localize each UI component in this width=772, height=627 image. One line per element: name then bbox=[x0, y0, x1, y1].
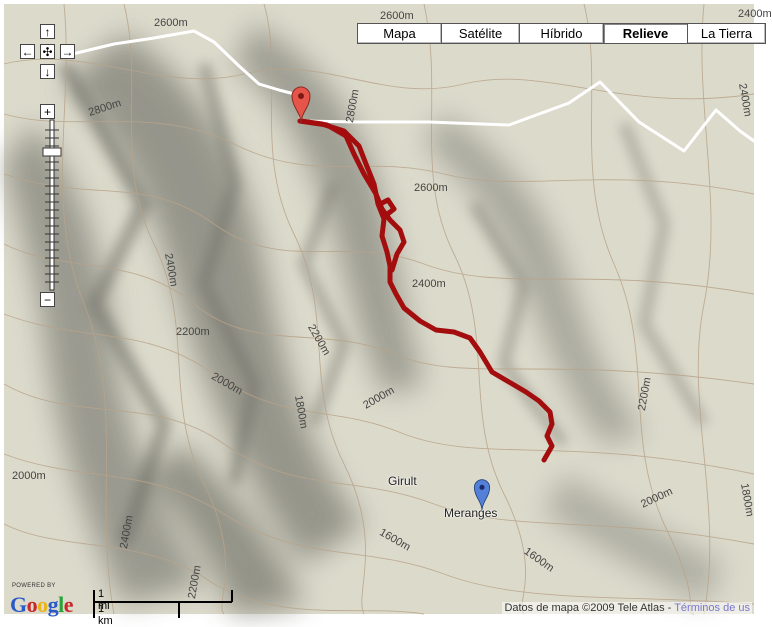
place-label-meranges[interactable]: Meranges bbox=[444, 506, 498, 520]
pan-left-button[interactable]: ← bbox=[20, 44, 35, 59]
zoom-slider[interactable] bbox=[42, 119, 62, 291]
map-type-mapa-button[interactable]: Mapa bbox=[357, 23, 442, 44]
terrain-relief bbox=[3, 3, 756, 615]
contour-label: 2400m bbox=[738, 8, 772, 20]
powered-by-label: POWERED BY bbox=[12, 583, 56, 589]
scale-bar-lines bbox=[93, 590, 233, 618]
map-type-satelite-button[interactable]: Satélite bbox=[441, 23, 520, 44]
terms-link[interactable]: Términos de us bbox=[674, 602, 750, 614]
map-type-bar: Mapa Satélite Híbrido Relieve La Tierra bbox=[357, 23, 766, 44]
scale-km-label: 1 km bbox=[98, 603, 113, 627]
pan-right-button[interactable]: → bbox=[60, 44, 75, 59]
map-type-relieve-button[interactable]: Relieve bbox=[603, 23, 688, 44]
map-canvas[interactable]: 2600m 2600m 2800m 2800m 2600m 2400m 2400… bbox=[3, 3, 772, 627]
start-marker-icon[interactable] bbox=[290, 85, 312, 125]
contour-label: 2400m bbox=[412, 278, 446, 290]
copyright-text: Datos de mapa ©2009 Tele Atlas - bbox=[504, 602, 675, 614]
track-path bbox=[297, 118, 555, 463]
place-label-girult: Girult bbox=[388, 474, 417, 488]
google-logo[interactable]: Google bbox=[10, 592, 74, 617]
scale-miles-label: 1 mi bbox=[98, 588, 110, 612]
pan-center-button[interactable]: ✣ bbox=[40, 44, 55, 59]
contour-label: 2600m bbox=[154, 17, 188, 29]
road-line bbox=[62, 29, 756, 153]
end-marker-icon[interactable] bbox=[472, 478, 492, 512]
map-type-hibrido-button[interactable]: Híbrido bbox=[519, 23, 604, 44]
pan-up-button[interactable]: ↑ bbox=[40, 24, 55, 39]
copyright-notice: Datos de mapa ©2009 Tele Atlas - Término… bbox=[502, 602, 752, 614]
pan-down-button[interactable]: ↓ bbox=[40, 64, 55, 79]
map-type-latierra-button[interactable]: La Tierra bbox=[687, 23, 766, 44]
zoom-out-button[interactable]: − bbox=[40, 292, 55, 307]
contour-label: 2600m bbox=[380, 10, 414, 22]
contour-label: 2200m bbox=[176, 326, 210, 338]
contour-label: 2600m bbox=[414, 182, 448, 194]
contour-label: 2000m bbox=[12, 470, 46, 482]
zoom-in-button[interactable]: + bbox=[40, 104, 55, 119]
